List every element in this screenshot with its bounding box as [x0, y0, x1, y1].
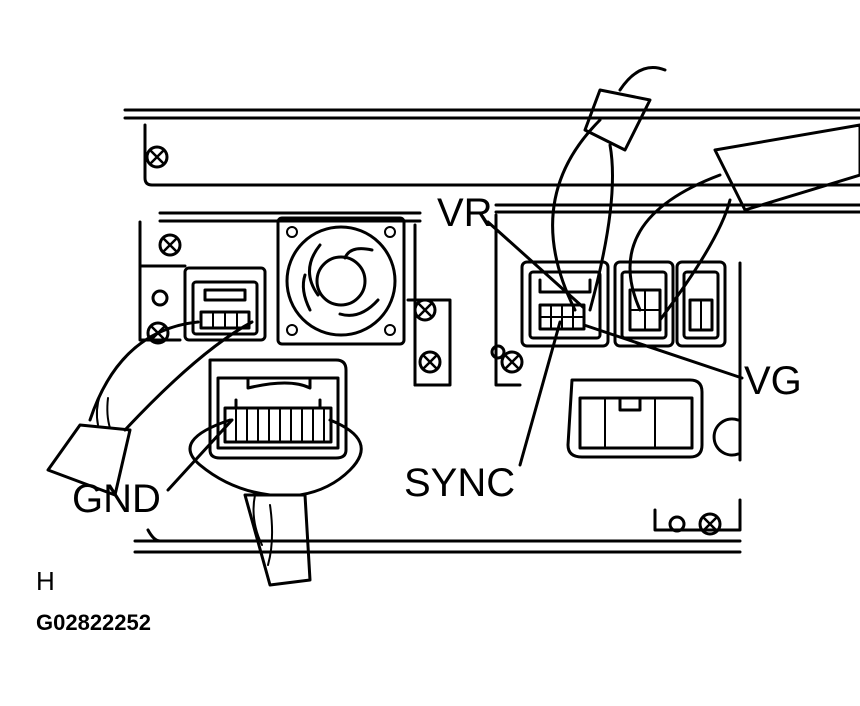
- leader-vr: [486, 220, 586, 310]
- wire-harness-right: [551, 66, 860, 322]
- mount-hole-bottom: [668, 515, 686, 533]
- wire-harness-left: [46, 320, 254, 497]
- label-vg: VG: [744, 359, 802, 403]
- connector-aux-1: [613, 260, 675, 348]
- mount-hole-mid: [490, 344, 506, 360]
- leader-gnd: [166, 418, 234, 492]
- connector-lower-right: [566, 378, 704, 459]
- figure-code: G02822252: [36, 610, 151, 635]
- screw-right-mid: [500, 350, 524, 374]
- screw-bottom-right: [698, 512, 722, 536]
- connector-upper-left: [183, 266, 267, 342]
- screw-left-upper: [158, 233, 182, 257]
- unit-housing: [123, 108, 860, 554]
- cooling-fan: [276, 216, 406, 346]
- leader-vg: [582, 323, 744, 380]
- round-port: [712, 417, 740, 457]
- label-gnd: GND: [72, 477, 161, 521]
- probe-wire-gnd: [188, 418, 363, 587]
- mount-hole-left: [151, 289, 169, 307]
- connector-gnd: [208, 358, 348, 460]
- connector-vr-vg: [520, 260, 610, 348]
- screw-top-left: [145, 145, 169, 169]
- screw-mid-lower: [418, 350, 442, 374]
- screw-fan-right: [413, 298, 437, 322]
- label-sync: SYNC: [404, 461, 515, 505]
- leader-sync: [518, 320, 562, 467]
- label-vr: VR: [437, 191, 493, 235]
- connector-aux-2: [675, 260, 727, 348]
- view-letter: H: [36, 566, 55, 596]
